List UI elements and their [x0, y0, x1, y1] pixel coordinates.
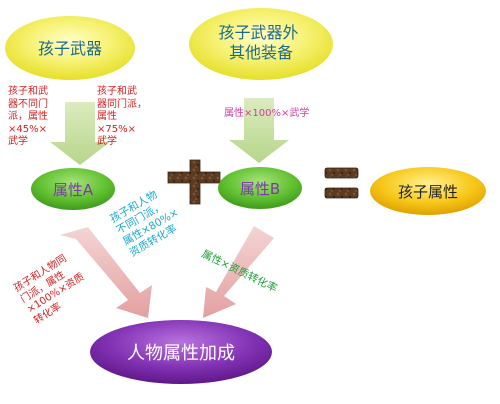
annotation-same-sect-weapon: 孩子和武 器同门派， 属性 ×75%× 武学	[97, 86, 147, 147]
node-attr-a-label: 属性A	[53, 181, 94, 199]
node-other-equipment	[189, 8, 333, 80]
node-attr-b	[218, 167, 302, 209]
annotation-diff-sect-weapon: 孩子和武 器不同门 派，属性 ×45%× 武学	[8, 86, 48, 147]
equals-operator	[324, 167, 359, 199]
node-attr-a	[31, 168, 115, 210]
node-attr-b-label: 属性B	[240, 180, 280, 198]
arrow-a-to-bonus	[60, 227, 152, 318]
node-child-attr-label: 孩子属性	[398, 183, 458, 201]
arrow-b-to-bonus	[203, 226, 274, 318]
plus-operator	[167, 159, 221, 205]
arrow-weapon-to-a	[50, 102, 110, 165]
annotation-equipment-formula: 属性×100%×武学	[224, 108, 310, 119]
arrow-equipment-to-b	[229, 98, 289, 163]
node-child-attr	[370, 167, 486, 215]
node-child-weapon-label: 孩子武器	[38, 39, 102, 58]
node-char-bonus	[90, 320, 272, 384]
node-other-equipment-label: 孩子武器外 其他装备	[218, 23, 303, 62]
node-child-weapon	[5, 16, 135, 80]
node-char-bonus-label: 人物属性加成	[127, 343, 235, 364]
